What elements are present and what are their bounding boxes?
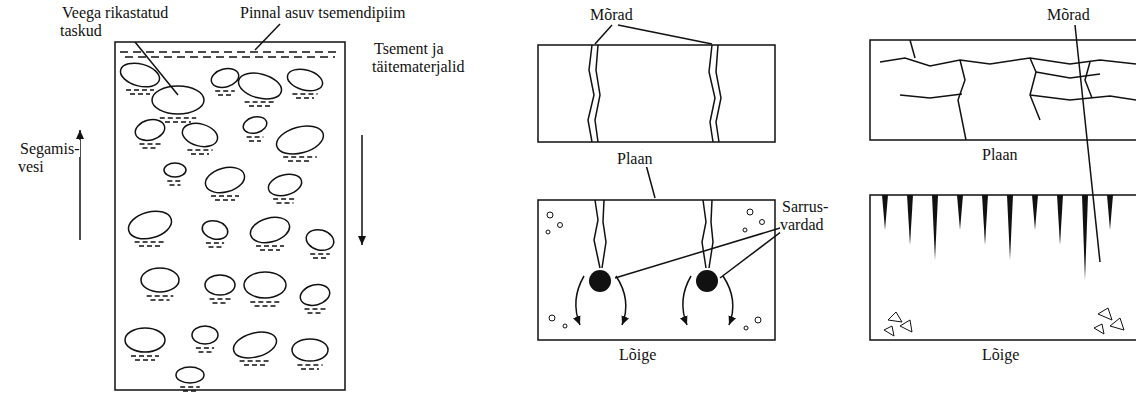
aggregate-stone xyxy=(118,59,162,91)
water-pocket xyxy=(292,94,317,98)
aggregate-stone xyxy=(141,268,179,292)
aggregate-stone xyxy=(200,218,230,242)
water-pocket xyxy=(247,137,264,141)
water-pocket xyxy=(256,246,284,250)
callout-label: Mõrad xyxy=(1045,6,1115,24)
water-pocket xyxy=(126,90,154,94)
aggregate-stone xyxy=(266,171,304,199)
water-pocket xyxy=(180,387,200,391)
aggregate-stone xyxy=(176,367,204,383)
water-pocket xyxy=(196,348,214,352)
aggregate-stone xyxy=(292,339,328,361)
aggregate-stone xyxy=(273,121,326,159)
aggregate-stone xyxy=(244,272,286,298)
callout-label: Lõige xyxy=(617,346,677,364)
aggregate-stone xyxy=(133,116,167,143)
aggregate-stone xyxy=(205,275,235,295)
callout-label: Tsement ja täitematerjalid xyxy=(372,40,482,76)
aggregate-stone xyxy=(241,114,268,136)
callout-label: Veega rikastatud taskud xyxy=(60,4,210,40)
aggregate-stone xyxy=(248,213,293,247)
aggregate-stone xyxy=(152,86,204,114)
water-pocket xyxy=(140,144,161,148)
water-pocket xyxy=(160,118,196,122)
crack-spike xyxy=(1082,195,1088,280)
water-pocket xyxy=(211,196,239,200)
aggregate-stone xyxy=(236,69,285,104)
water-pocket xyxy=(187,150,212,154)
aggregate-stone xyxy=(209,66,241,91)
callout-label: Plaan xyxy=(980,146,1040,164)
water-pocket xyxy=(250,302,279,306)
aggregate-stone xyxy=(164,163,186,177)
water-pocket xyxy=(245,102,276,106)
crack-spike xyxy=(982,195,988,245)
water-pocket xyxy=(215,91,235,95)
crack-spike xyxy=(932,195,938,260)
callout-label: Segamis- vesi xyxy=(18,140,76,176)
water-pocket xyxy=(210,299,231,303)
water-pocket xyxy=(206,243,224,247)
crack-spike xyxy=(957,195,963,230)
aggregate-stone xyxy=(125,328,165,352)
crack-spike xyxy=(1007,195,1013,260)
callout-label: Plaan xyxy=(615,150,675,168)
callout-label: Sarrus- vardad xyxy=(780,198,850,234)
crack-spike xyxy=(907,195,913,245)
water-pocket xyxy=(167,181,182,185)
water-pocket xyxy=(310,254,330,258)
aggregate-stone xyxy=(125,207,174,244)
callout-label: Pinnal asuv tsemendipiim xyxy=(238,4,468,22)
aggregate-stone xyxy=(285,66,325,95)
callout-label: Lõige xyxy=(980,346,1040,364)
aggregate-stone xyxy=(231,328,280,363)
aggregate-stone xyxy=(203,163,248,197)
crack-spike xyxy=(1032,195,1038,230)
callout-label: Mõrad xyxy=(588,6,658,24)
water-pocket xyxy=(135,242,166,246)
water-pocket xyxy=(283,157,317,161)
water-pocket xyxy=(131,356,159,360)
water-pocket xyxy=(273,199,297,203)
aggregate-stone xyxy=(180,120,220,151)
water-pocket xyxy=(297,365,322,369)
aggregate-stone xyxy=(298,281,332,308)
crack-spike xyxy=(882,195,888,230)
water-pocket xyxy=(240,361,271,365)
water-pocket xyxy=(305,309,326,313)
crack-spike xyxy=(1107,195,1113,230)
aggregate-stone xyxy=(304,227,336,254)
water-pocket xyxy=(147,296,174,300)
aggregate-stone xyxy=(192,326,218,344)
crack-spike xyxy=(1057,195,1063,245)
